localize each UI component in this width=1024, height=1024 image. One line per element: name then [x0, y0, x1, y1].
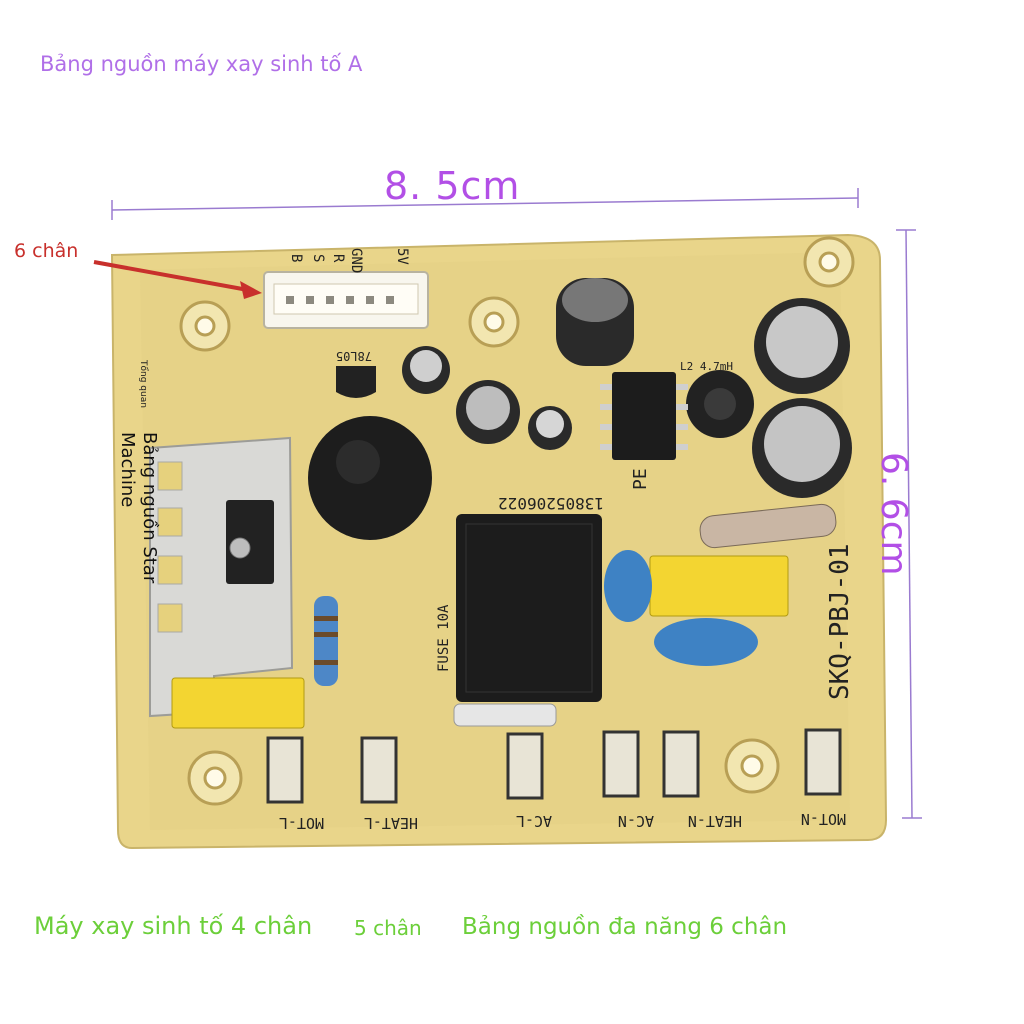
mounting-holes — [179, 236, 855, 806]
blue-capacitor-large — [654, 618, 758, 666]
width-dimension-line — [111, 188, 859, 220]
svg-text:HEAT-L: HEAT-L — [364, 814, 418, 832]
watermark-text: Bảng nguồn Star Machine — [116, 432, 160, 583]
phone-number-label: 13805206022 — [498, 494, 604, 513]
svg-text:GND: GND — [348, 248, 364, 273]
six-pin-callout: 6 chân — [14, 240, 79, 262]
caption-five-pin: 5 chân — [354, 916, 422, 940]
caption-six-pin: Bảng nguồn đa năng 6 chân — [462, 914, 788, 940]
pe-label: PE — [630, 468, 651, 490]
resistor-r1 — [314, 596, 338, 686]
header-pin-labels: B S R GND 5V — [288, 248, 410, 273]
svg-text:MOT-L: MOT-L — [279, 814, 324, 832]
svg-text:5V: 5V — [394, 248, 410, 265]
svg-text:AC-L: AC-L — [516, 812, 552, 830]
svg-text:B: B — [288, 254, 304, 262]
watermark-line-1: Bảng nguồn Star — [139, 432, 160, 584]
ic-label: 78L05 — [336, 349, 372, 363]
height-dimension-line — [896, 229, 922, 819]
yellow-x-capacitor-left — [171, 677, 305, 729]
height-dimension-label: 6. 6cm — [873, 452, 914, 576]
electrolytic-capacitors — [402, 278, 852, 498]
svg-text:MOT-N: MOT-N — [801, 810, 846, 828]
relay — [456, 514, 602, 702]
svg-text:S: S — [310, 254, 326, 262]
terminal-labels: MOT-L HEAT-L AC-L AC-N HEAT-N MOT-N — [279, 810, 846, 832]
pin-header-connector — [263, 271, 429, 329]
caption-four-pin: Máy xay sinh tố 4 chân — [34, 912, 313, 940]
fuse-label: FUSE 10A — [436, 604, 452, 672]
blue-capacitor — [604, 550, 652, 622]
yellow-x-capacitor-right — [649, 555, 789, 617]
watermark-line-2: Machine — [117, 432, 138, 508]
heat-sink — [149, 436, 294, 718]
svg-text:R: R — [330, 254, 346, 263]
svg-text:AC-N: AC-N — [618, 812, 654, 830]
inductor-label: L2 4.7mH — [680, 360, 733, 373]
width-dimension-label: 8. 5cm — [384, 164, 521, 208]
fuse — [453, 703, 557, 727]
board-model-label: SKQ-PBJ-01 — [825, 543, 855, 700]
transistor — [336, 366, 376, 398]
page-title: Bảng nguồn máy xay sinh tố A — [40, 52, 363, 76]
callout-arrow — [93, 260, 262, 299]
svg-text:HEAT-N: HEAT-N — [688, 812, 742, 830]
watermark-small: Tổng quan — [138, 360, 148, 408]
power-resistor — [699, 503, 837, 549]
ic-chip — [612, 372, 676, 460]
spade-terminals — [266, 728, 842, 804]
